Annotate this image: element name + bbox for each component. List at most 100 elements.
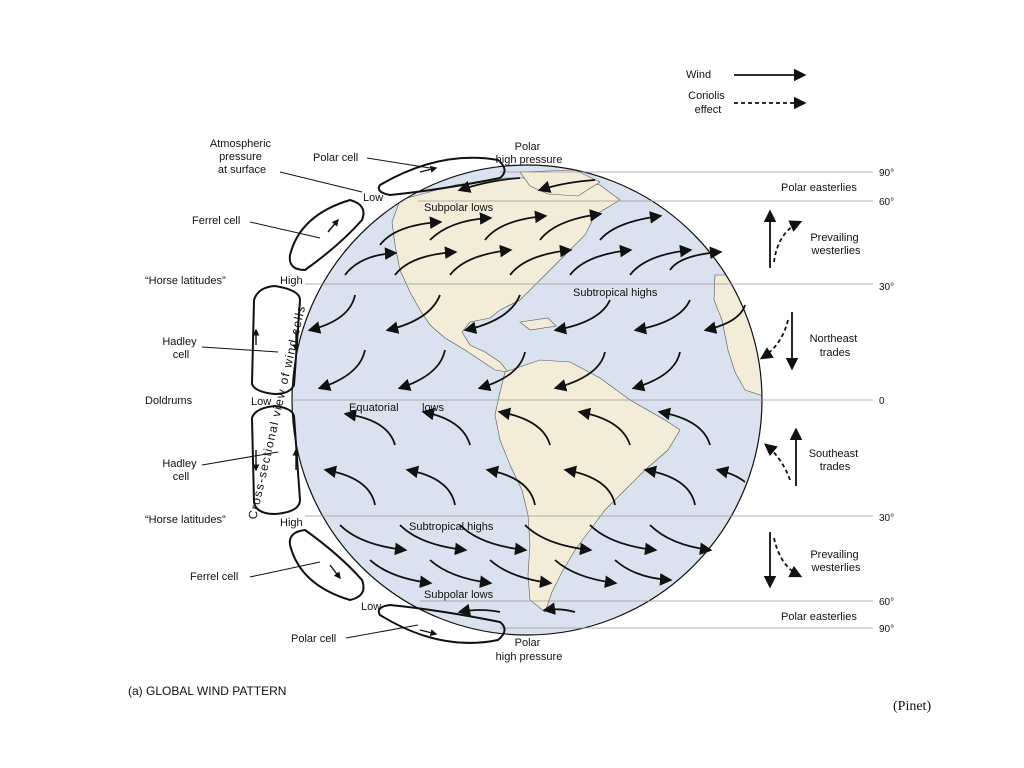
leader-line (279, 171, 363, 193)
prevailing-westerlies-bottom-label: Prevailing westerlies (810, 549, 861, 574)
wind-arrow (385, 294, 441, 334)
lows-label: lows (422, 402, 445, 414)
wind-arrow (614, 559, 673, 586)
ferrel-cell-top (288, 198, 365, 272)
northeast-trades-label: Northeast trades (810, 333, 861, 359)
ferrel-cell-bottom (288, 528, 365, 602)
wind-arrow (631, 351, 681, 392)
polar-high-bottom-label: Polar high pressure (496, 637, 563, 663)
polar-cell-bottom (377, 603, 506, 644)
wind-belt-labels: Polar easterlies Prevailing westerlies N… (781, 182, 862, 623)
doldrums-label: Doldrums (145, 395, 193, 407)
cell-flow-arrows (252, 165, 438, 637)
wind-arrow (563, 465, 616, 506)
atmospheric-pressure-label: Atmospheric pressure at surface (210, 138, 274, 176)
wind-arrow (317, 349, 366, 391)
prevailing-westerlies-top-label: Prevailing westerlies (810, 232, 861, 257)
wind-arrow (485, 465, 536, 506)
lat-label-n30: 30° (879, 282, 894, 293)
latitude-labels: 90° 60° 30° 0 30° 60° 90° (879, 168, 894, 635)
wind-arrow (405, 465, 456, 506)
cell-arrow (327, 218, 339, 233)
wind-arrow (323, 465, 376, 506)
wind-arrow (463, 294, 521, 334)
low-bottom-mark: Low (361, 601, 381, 613)
leader-lines (201, 157, 431, 639)
south-america (494, 359, 681, 613)
wind-arrow (524, 524, 593, 556)
wind-arrow (657, 407, 711, 446)
leader-line (249, 561, 321, 578)
southeast-trades-label: Southeast trades (809, 448, 862, 473)
wind-arrow (343, 409, 396, 446)
lat-label-n90: 90° (879, 168, 894, 179)
hadley-cell-top-label: Hadley cell (162, 336, 199, 361)
hadley-cell-bottom-label: Hadley cell (162, 458, 199, 483)
credit-text: (Pinet) (893, 699, 932, 714)
wind-arrow (449, 244, 513, 276)
hadley-cell-bottom (250, 404, 302, 516)
wind-arrow (369, 559, 433, 588)
wind-arrow (429, 559, 493, 588)
lat-label-n60: 60° (879, 197, 894, 208)
wind-arrow (554, 559, 618, 588)
wind-arrow (569, 244, 633, 276)
equatorial-label: Equatorial (349, 402, 399, 414)
wind-arrow (457, 603, 501, 617)
lat-label-s90: 90° (879, 624, 894, 635)
ferrel-cell-bottom-label: Ferrel cell (190, 571, 238, 583)
wind-arrow (649, 524, 713, 555)
polar-cell-top (377, 156, 506, 197)
coriolis-arrow-ne-trades (759, 319, 789, 360)
wind-arrow (577, 407, 631, 446)
wind-arrow (307, 294, 356, 334)
wind-arrow (484, 210, 548, 241)
wind-arrow (459, 524, 528, 556)
wind-arrow (344, 247, 398, 276)
globe-labels: Polar high pressure Subpolar lows Subtro… (349, 141, 658, 663)
low-mid-mark: Low (251, 396, 271, 408)
wind-arrow (599, 211, 663, 241)
leader-line (249, 221, 321, 239)
polar-high-top-label: Polar high pressure (496, 141, 563, 166)
polar-cell-top-label: Polar cell (313, 152, 358, 164)
leader-line (201, 346, 279, 353)
lat-label-s60: 60° (879, 597, 894, 608)
low-top-mark: Low (363, 192, 383, 204)
cell-arrow (419, 629, 438, 637)
lat-label-eq: 0 (879, 396, 885, 407)
lat-label-s30: 30° (879, 513, 894, 524)
coriolis-arrow-westerlies-top (773, 220, 803, 263)
wind-arrow (629, 244, 693, 276)
wind-arrow (715, 466, 746, 483)
wind-arrow (669, 246, 723, 271)
polar-cell-bottom-label: Polar cell (291, 633, 336, 645)
wind-arrow (537, 179, 596, 193)
latitude-lines (292, 171, 873, 629)
subpolar-lows-top-label: Subpolar lows (424, 202, 494, 214)
pressure-marks: Low High Low High Low (251, 192, 383, 613)
wind-cells (250, 156, 506, 644)
wind-arrow (339, 524, 408, 556)
polar-easterlies-bottom-label: Polar easterlies (781, 611, 857, 623)
wind-arrow (421, 407, 471, 446)
hadley-cell-top (250, 284, 302, 396)
polar-easterlies-top-label: Polar easterlies (781, 182, 857, 194)
wind-arrow (553, 351, 606, 392)
wind-arrow (553, 299, 611, 335)
wind-arrow (399, 524, 468, 556)
horse-latitudes-top-label: “Horse latitudes” (145, 275, 226, 287)
wind-arrow (589, 524, 658, 556)
figure-caption: (a) GLOBAL WIND PATTERN (128, 684, 286, 698)
ferrel-cell-top-label: Ferrel cell (192, 215, 240, 227)
cell-arrow (419, 165, 438, 173)
wind-arrow (379, 216, 443, 246)
wind-arrow (457, 177, 521, 193)
horse-latitudes-bottom-label: “Horse latitudes” (145, 514, 226, 526)
legend-coriolis-label: Coriolis effect (688, 90, 728, 116)
wind-arrow (489, 559, 553, 588)
wind-arrow (477, 351, 526, 392)
wind-arrow (643, 465, 696, 506)
wind-arrows (307, 177, 746, 617)
legend: Wind Coriolis effect (686, 68, 807, 116)
